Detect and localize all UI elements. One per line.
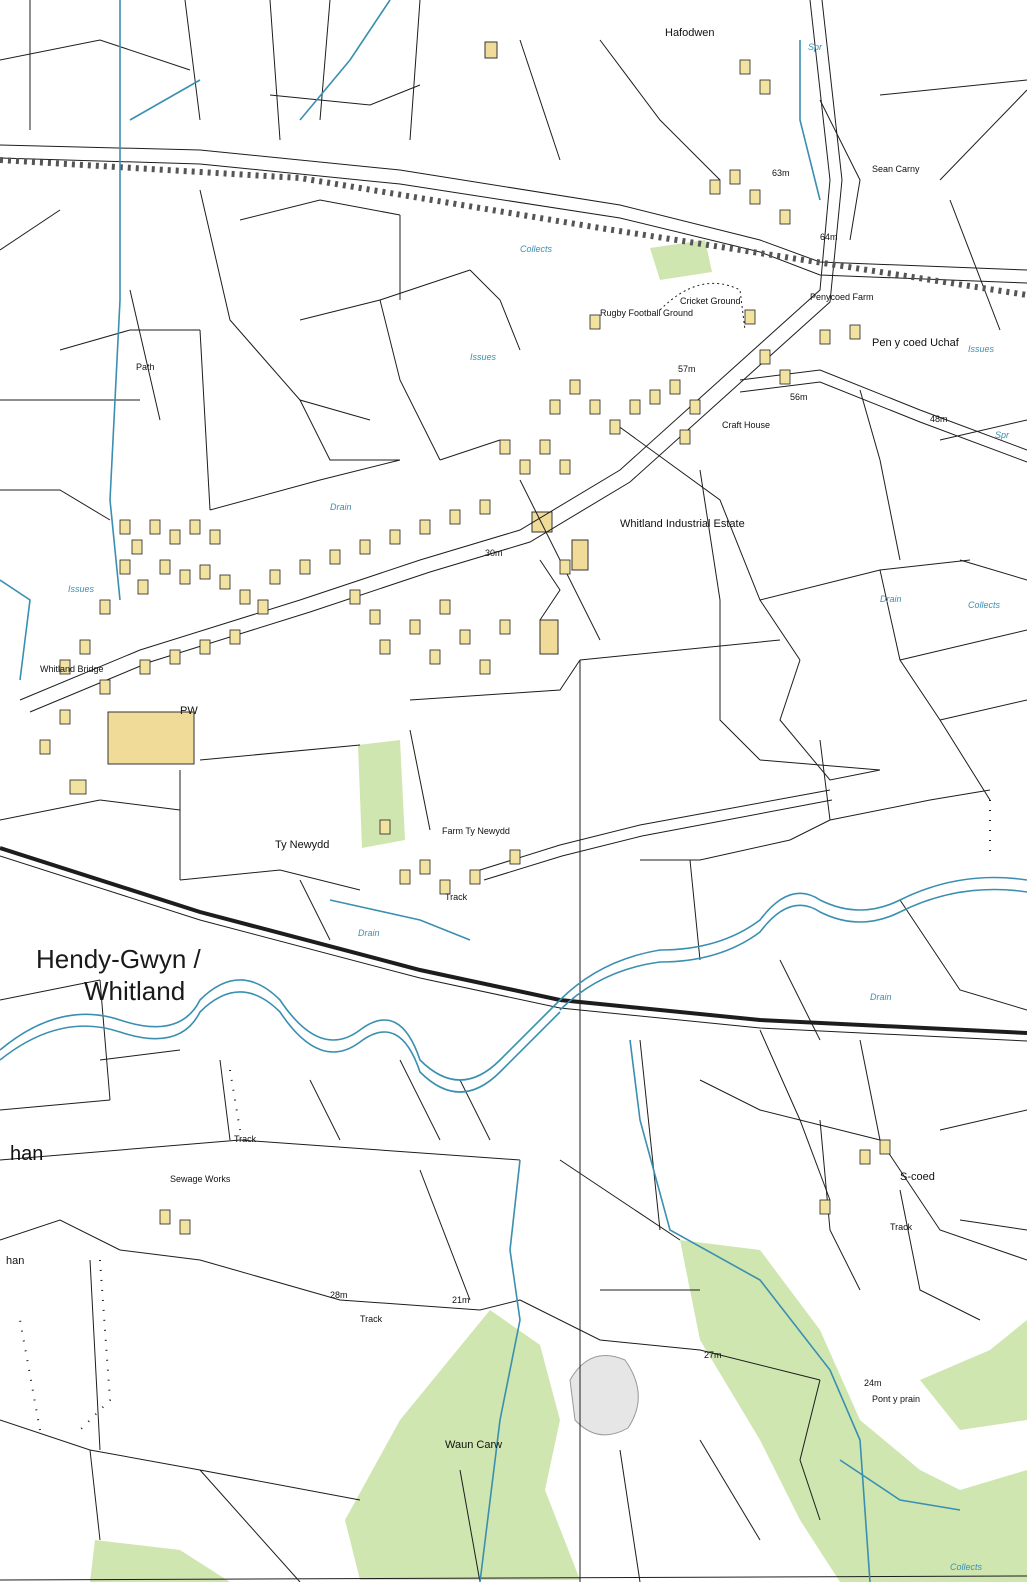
height-30: 30m [485, 548, 503, 558]
label-pen-y-coed-uchaf: Pen y coed Uchaf [872, 337, 960, 349]
water-label-spr-2: Spr [995, 430, 1010, 440]
label-track-2: Track [234, 1134, 257, 1144]
height-64: 64m [820, 232, 838, 242]
partial-label-han-1: han [10, 1143, 43, 1165]
label-industrial-estate: Whitland Industrial Estate [620, 518, 745, 530]
height-63: 63m [772, 168, 790, 178]
large-buildings [107, 41, 589, 765]
water-label-issues-1: Issues [470, 352, 497, 362]
town-label: Hendy-Gwyn / Whitland han han [6, 944, 201, 1267]
label-track-4: Track [445, 892, 468, 902]
label-penycoed-farm: Penycoed Farm [810, 292, 874, 302]
label-waun-carw: Waun Carw [445, 1439, 502, 1451]
water-label-collects-3: Collects [950, 1562, 983, 1572]
label-rugby-ground: Rugby Football Ground [600, 308, 693, 318]
water-label-collects-2: Collects [968, 600, 1001, 610]
buildings [39, 59, 891, 1235]
parish-boundary [19, 800, 991, 1431]
height-57: 57m [678, 364, 696, 374]
water-label-drain-1: Drain [358, 928, 380, 938]
label-cricket-ground: Cricket Ground [680, 296, 741, 306]
water-label-collects-1: Collects [520, 244, 553, 254]
partial-label-han-2: han [6, 1255, 24, 1267]
town-label-line2: Whitland [84, 976, 185, 1006]
label-s-coed: S-coed [900, 1171, 935, 1183]
height-28: 28m [330, 1290, 348, 1300]
height-56: 56m [790, 392, 808, 402]
spot-heights: 63m 64m 57m 56m 48m 30m 28m 21m 27m 24m [330, 168, 948, 1388]
label-track-3: Track [890, 1222, 913, 1232]
label-ty-newydd: Ty Newydd [275, 839, 329, 851]
feature-labels: Track Track Track Track Path [136, 362, 913, 1324]
label-whitland-bridge: Whitland Bridge [40, 664, 104, 674]
water-label-drain-4: Drain [880, 594, 902, 604]
water-label-issues-2: Issues [68, 584, 95, 594]
label-sewage-works: Sewage Works [170, 1174, 231, 1184]
label-craft-house: Craft House [722, 420, 770, 430]
water-label-spr-1: Spr [808, 42, 823, 52]
water-label-issues-3: Issues [968, 344, 995, 354]
label-farm-ty-newydd: Farm Ty Newydd [442, 826, 510, 836]
height-27: 27m [704, 1350, 722, 1360]
label-pont-y-prain: Pont y prain [872, 1394, 920, 1404]
woodland-areas [90, 240, 1027, 1582]
cricket-ground-outline [659, 282, 746, 331]
pond [569, 1355, 639, 1436]
railway [0, 846, 1027, 1042]
place-labels: Hafodwen Sean Carny Rugby Football Groun… [40, 27, 960, 1451]
height-48: 48m [930, 414, 948, 424]
water-label-drain-2: Drain [330, 502, 352, 512]
height-21: 21m [452, 1295, 470, 1305]
label-hafodwen: Hafodwen [665, 27, 715, 39]
town-label-line1: Hendy-Gwyn / [36, 944, 201, 974]
label-path: Path [136, 362, 155, 372]
label-track-1: Track [360, 1314, 383, 1324]
height-24: 24m [864, 1378, 882, 1388]
water-label-drain-3: Drain [870, 992, 892, 1002]
water-labels: Collects Collects Collects Issues Issues… [68, 42, 1010, 1572]
label-sean-carny: Sean Carny [872, 164, 920, 174]
label-pw: PW [180, 705, 198, 717]
